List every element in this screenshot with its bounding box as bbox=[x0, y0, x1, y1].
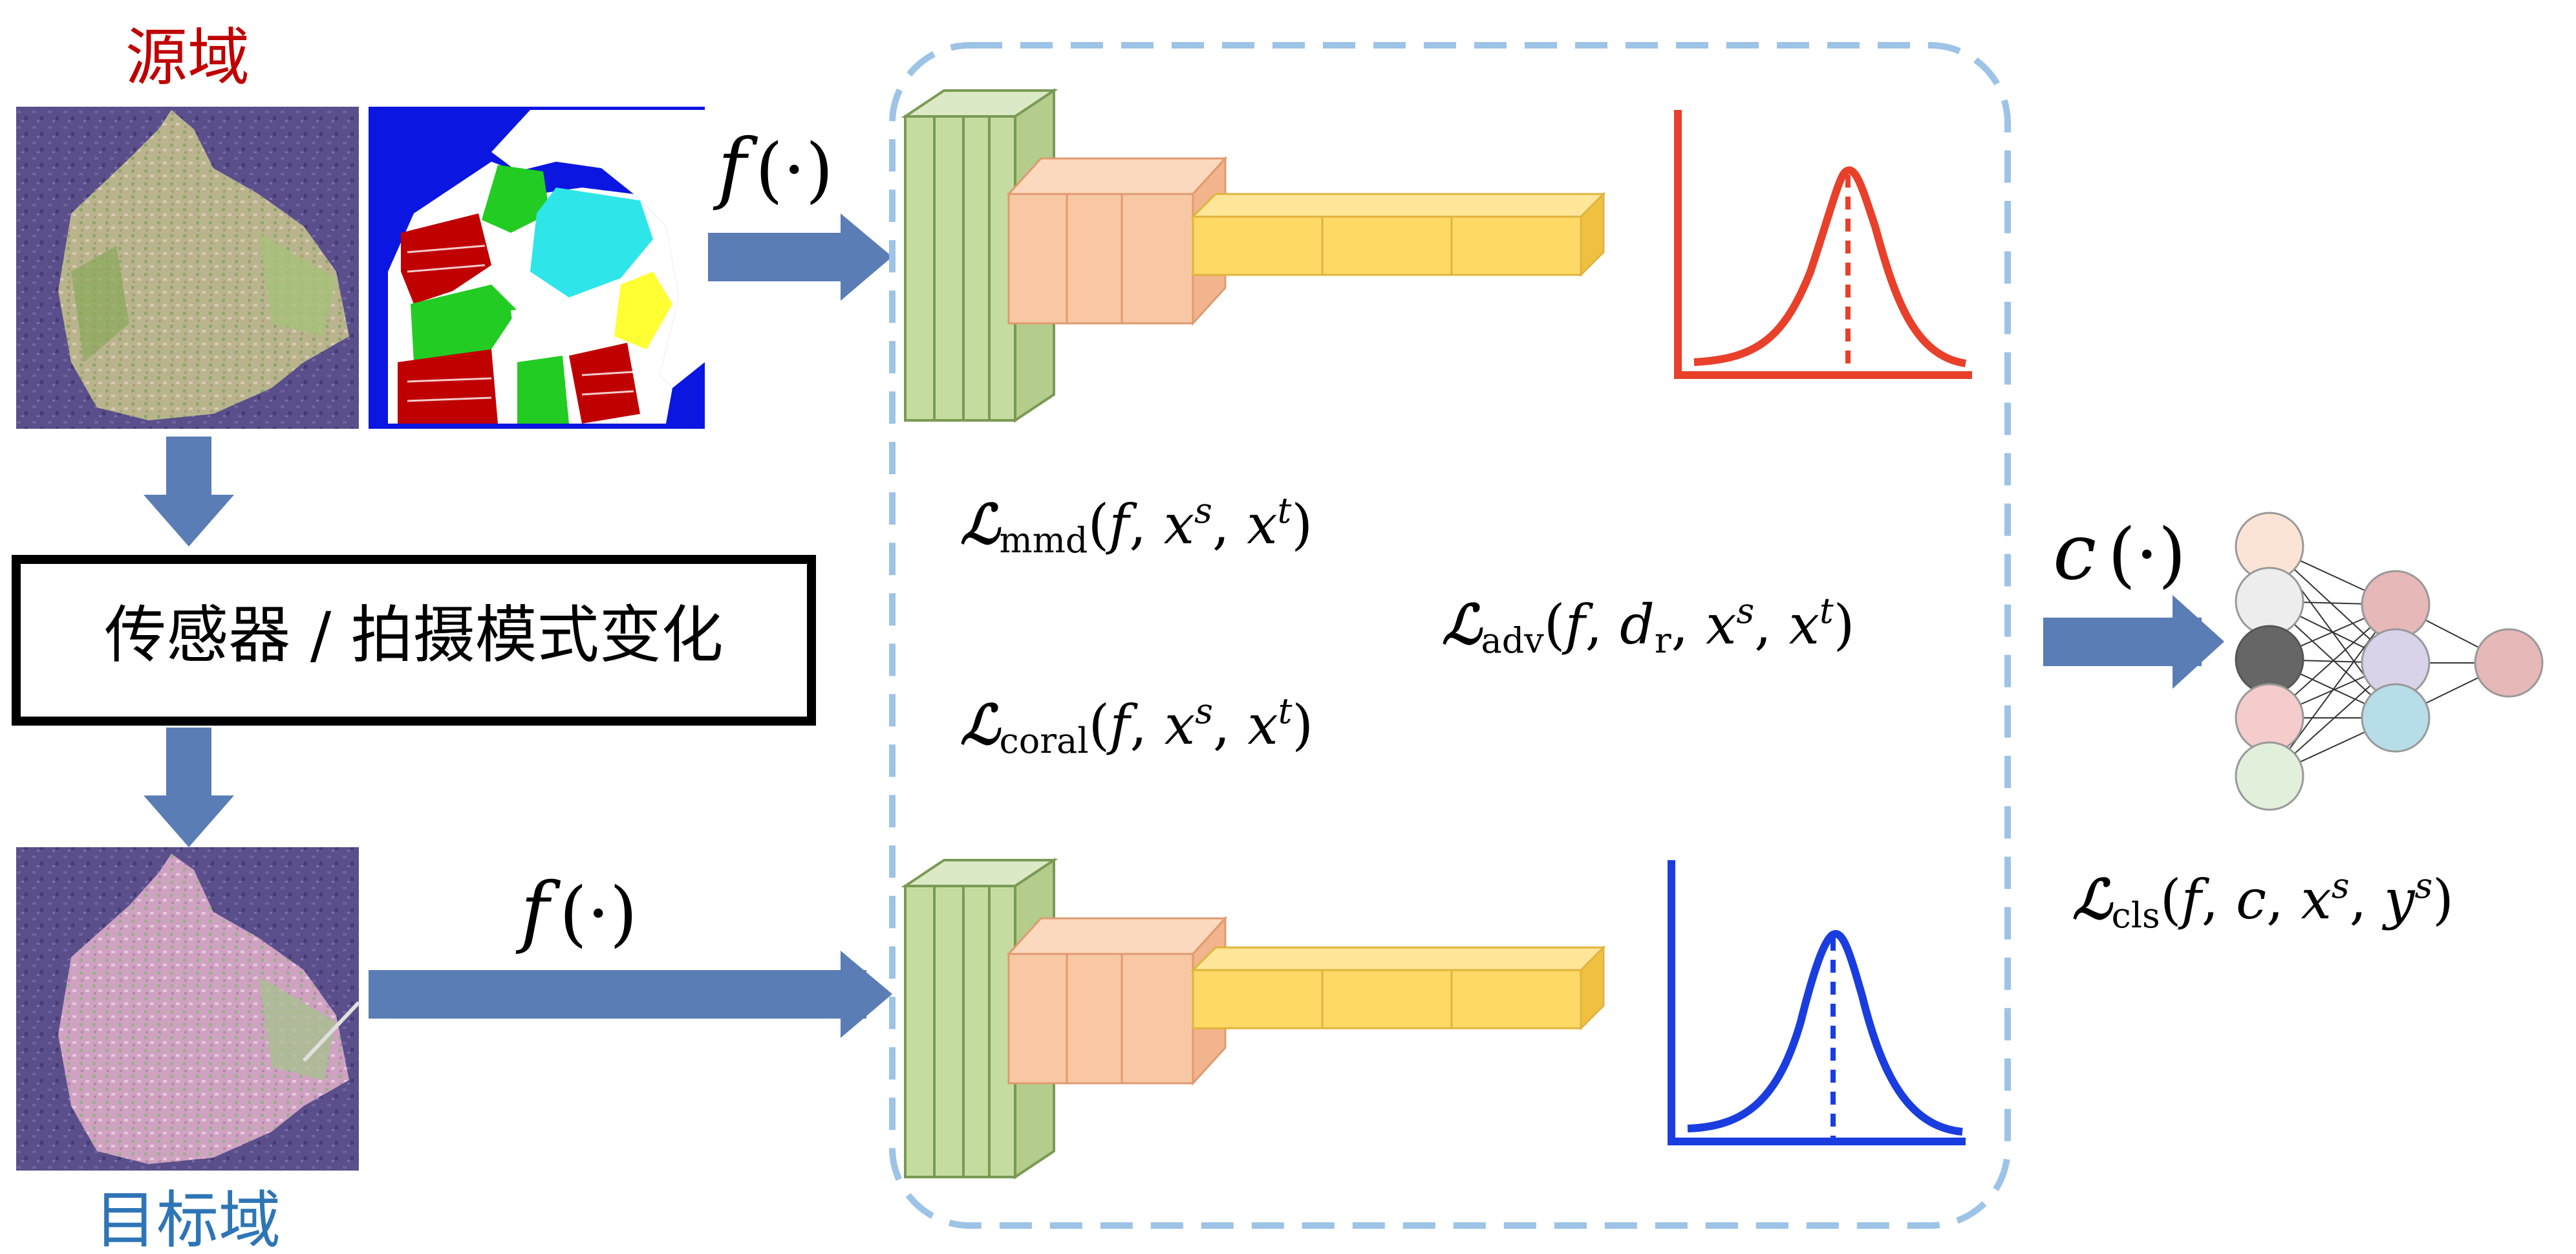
svg-text:ℒcls(f, c, xs, ys): ℒcls(f, c, xs, ys) bbox=[2072, 865, 2454, 936]
change-box bbox=[12, 555, 816, 726]
svg-text:f: f bbox=[515, 867, 561, 957]
svg-text:ℒadv(f, dr, xs, xt): ℒadv(f, dr, xs, xt) bbox=[1442, 590, 1854, 661]
source-domain-label: 源域 bbox=[125, 21, 250, 94]
source-distribution-curve bbox=[1674, 110, 1972, 379]
loss-mmd: ℒmmd(f, xs, xt) bbox=[960, 490, 1313, 561]
down-arrow-2 bbox=[144, 728, 234, 847]
svg-text:(·): (·) bbox=[755, 128, 833, 211]
svg-text:ℒcoral(f, xs, xt): ℒcoral(f, xs, xt) bbox=[960, 691, 1313, 761]
svg-text:c: c bbox=[2053, 508, 2096, 598]
change-box-label: 传感器 / 拍摄模式变化 bbox=[104, 599, 723, 671]
feature-extractor-arrow-source: f (·) bbox=[708, 123, 892, 301]
svg-text:ℒmmd(f, xs, xt): ℒmmd(f, xs, xt) bbox=[960, 490, 1313, 561]
svg-text:(·): (·) bbox=[559, 872, 638, 955]
source-label-map bbox=[369, 107, 705, 429]
classifier-arrow: c (·) bbox=[2043, 508, 2224, 689]
down-arrow-1 bbox=[144, 437, 234, 546]
target-distribution-curve bbox=[1668, 860, 1966, 1145]
target-sar-image bbox=[16, 847, 361, 1171]
cnn-target bbox=[901, 858, 1606, 1180]
adaptation-module-frame bbox=[889, 42, 2011, 1229]
loss-adv: ℒadv(f, dr, xs, xt) bbox=[1442, 590, 1854, 661]
cnn-source bbox=[901, 88, 1606, 423]
loss-cls: ℒcls(f, c, xs, ys) bbox=[2072, 865, 2454, 936]
source-sar-image bbox=[16, 107, 359, 429]
svg-text:(·): (·) bbox=[2108, 513, 2186, 596]
target-domain-label: 目标域 bbox=[94, 1184, 281, 1254]
feature-extractor-arrow-target: f (·) bbox=[369, 867, 892, 1038]
loss-coral: ℒcoral(f, xs, xt) bbox=[960, 691, 1313, 761]
svg-text:f: f bbox=[713, 123, 758, 213]
network-icon bbox=[2235, 512, 2544, 811]
